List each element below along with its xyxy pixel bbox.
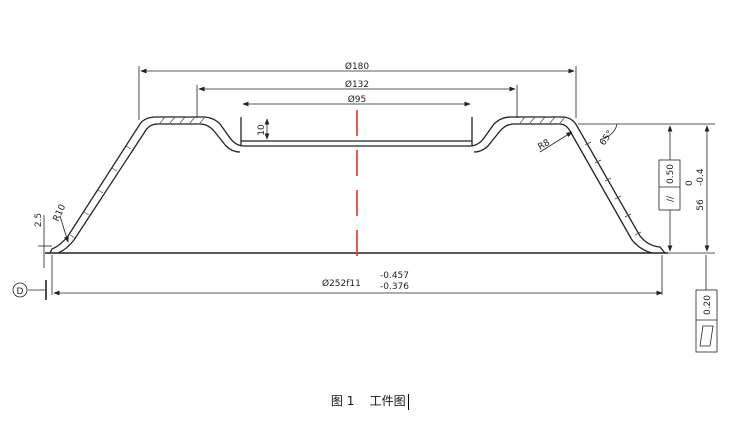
parallelism-symbol: // bbox=[666, 195, 676, 202]
figure-title: 工件图 bbox=[369, 394, 406, 408]
figure-caption: 图 1 工件图 bbox=[0, 392, 740, 410]
dim-56-upper: 0 bbox=[685, 180, 695, 186]
dim-252-upper: -0.457 bbox=[380, 271, 409, 281]
dim-10: 10 bbox=[257, 124, 267, 136]
dim-56: 56 bbox=[696, 199, 706, 211]
dimension-labels: Ø180 Ø132 Ø95 10 R8 65° R10 2.5 56 0 -0.… bbox=[17, 61, 706, 297]
dim-2-5: 2.5 bbox=[34, 213, 44, 227]
dim-56-lower: -0.4 bbox=[696, 168, 706, 186]
section-hatch bbox=[69, 116, 642, 239]
parallelism-frame bbox=[658, 159, 681, 211]
dim-95: Ø95 bbox=[348, 94, 367, 105]
parallelism-value: 0.50 bbox=[666, 164, 676, 184]
dim-r8: R8 bbox=[537, 138, 553, 153]
dim-180: Ø180 bbox=[345, 61, 370, 72]
dim-r10: R10 bbox=[52, 203, 69, 224]
figure-number: 图 1 bbox=[330, 394, 355, 408]
dim-252: Ø252f11 bbox=[322, 278, 361, 289]
dim-132: Ø132 bbox=[345, 79, 369, 90]
flatness-value: 0.20 bbox=[703, 295, 713, 315]
dim-252-lower: -0.376 bbox=[380, 282, 409, 292]
dimension-lines bbox=[12, 66, 715, 300]
flatness-symbol-icon bbox=[699, 325, 714, 347]
flatness-frame bbox=[695, 289, 718, 353]
datum-label: D bbox=[17, 287, 24, 297]
text-cursor bbox=[407, 393, 410, 410]
